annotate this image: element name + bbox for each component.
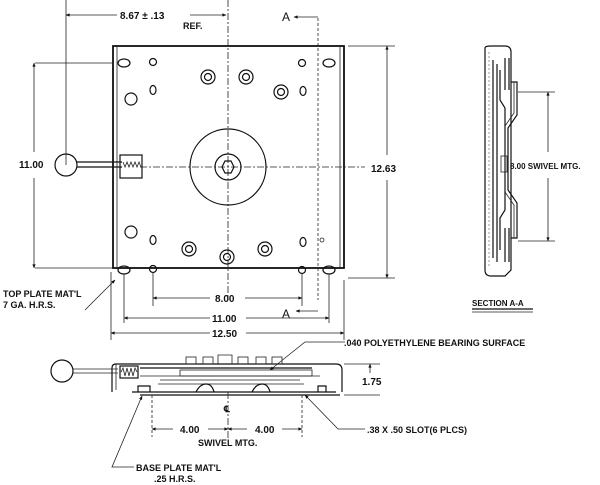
dim-ref-width: 8.67 ± .13 bbox=[120, 11, 165, 22]
section-bracket-bottom bbox=[504, 228, 510, 262]
section-marker-bottom: A bbox=[282, 307, 290, 321]
hole bbox=[149, 84, 157, 96]
top-view: 8.67 ± .13 REF. A 11.00 12.63 8.00 11.00 bbox=[3, 0, 396, 340]
section-outer-shell bbox=[484, 45, 512, 277]
side-rivet bbox=[251, 383, 271, 393]
section-layers bbox=[492, 60, 498, 262]
side-spring-icon bbox=[120, 366, 138, 377]
section-inner-plate bbox=[499, 70, 506, 250]
side-swivel-layers bbox=[158, 379, 304, 385]
section-swivel-bracket bbox=[507, 81, 518, 239]
side-inner-plate bbox=[179, 369, 313, 377]
section-bracket-top bbox=[504, 58, 510, 90]
section-view: 8.00 SWIVEL MTG. SECTION A-A bbox=[472, 45, 581, 313]
side-rivet bbox=[195, 383, 215, 393]
top-plate-label-line1: TOP PLATE MAT'L bbox=[3, 289, 82, 299]
centerline-symbol: ℄ bbox=[223, 404, 230, 414]
swivel-hub bbox=[214, 153, 242, 181]
top-plate-label-line2: 7 GA. H.R.S. bbox=[3, 300, 56, 310]
base-plate-leader bbox=[111, 395, 143, 468]
bearing-leader bbox=[269, 341, 345, 371]
bearing-label: .040 POLYETHYLENE BEARING SURFACE bbox=[344, 338, 525, 348]
hole bbox=[299, 236, 307, 248]
hole-small bbox=[319, 237, 325, 243]
dim-height-right: 12.63 bbox=[371, 164, 396, 175]
side-view: .040 POLYETHYLENE BEARING SURFACE 1.75 ℄… bbox=[50, 338, 525, 484]
hole-large bbox=[124, 92, 138, 106]
slot-top-right bbox=[322, 58, 336, 68]
swivel-disc bbox=[189, 128, 267, 206]
bolt bbox=[219, 249, 235, 265]
side-lever-knob bbox=[50, 359, 74, 383]
side-bolt-heads bbox=[185, 354, 283, 365]
side-base-plate-top bbox=[132, 385, 336, 393]
slot-label: .38 X .50 SLOT(6 PLCS) bbox=[367, 425, 467, 435]
spring-icon bbox=[122, 160, 142, 169]
dim-slot-spacing-outer: 11.00 bbox=[212, 314, 237, 325]
hole bbox=[148, 264, 158, 274]
dim-swivel-section: 8.00 SWIVEL MTG. bbox=[510, 162, 581, 171]
section-hub bbox=[500, 155, 508, 173]
spring-housing bbox=[119, 154, 143, 179]
swivel-label: SWIVEL MTG. bbox=[198, 438, 257, 448]
dim-side-height: 1.75 bbox=[362, 377, 382, 388]
dim-left: 4.00 bbox=[180, 425, 200, 436]
side-top-plate bbox=[111, 363, 343, 392]
hole-large bbox=[124, 225, 138, 239]
hole bbox=[149, 234, 157, 246]
hex-bolt-icon bbox=[221, 160, 235, 174]
hole bbox=[148, 57, 158, 67]
bolt bbox=[273, 84, 289, 100]
base-plate-label-line1: BASE PLATE MAT'L bbox=[136, 463, 222, 473]
section-marker-top: A bbox=[282, 10, 290, 24]
slot-leader bbox=[304, 394, 365, 430]
slot-top-left bbox=[117, 58, 131, 68]
bolt bbox=[200, 69, 216, 85]
dim-height-left: 11.00 bbox=[19, 160, 44, 171]
dim-slot-spacing-inner: 8.00 bbox=[215, 294, 235, 305]
dim-right: 4.00 bbox=[255, 425, 275, 436]
bolt bbox=[181, 241, 197, 257]
dim-overall-width: 12.50 bbox=[212, 329, 237, 340]
side-spring-housing bbox=[119, 365, 139, 379]
bolt bbox=[257, 241, 273, 257]
base-plate-label-line2: .25 H.R.S. bbox=[154, 474, 196, 484]
dim-ref-note: REF. bbox=[183, 21, 203, 31]
bolt bbox=[238, 69, 254, 85]
section-swivel-bracket-inner bbox=[504, 82, 515, 238]
hole bbox=[297, 58, 307, 68]
top-plate-outline bbox=[112, 45, 345, 269]
hole bbox=[299, 85, 307, 97]
top-plate-leader bbox=[84, 279, 116, 311]
section-title: SECTION A-A bbox=[472, 299, 524, 308]
